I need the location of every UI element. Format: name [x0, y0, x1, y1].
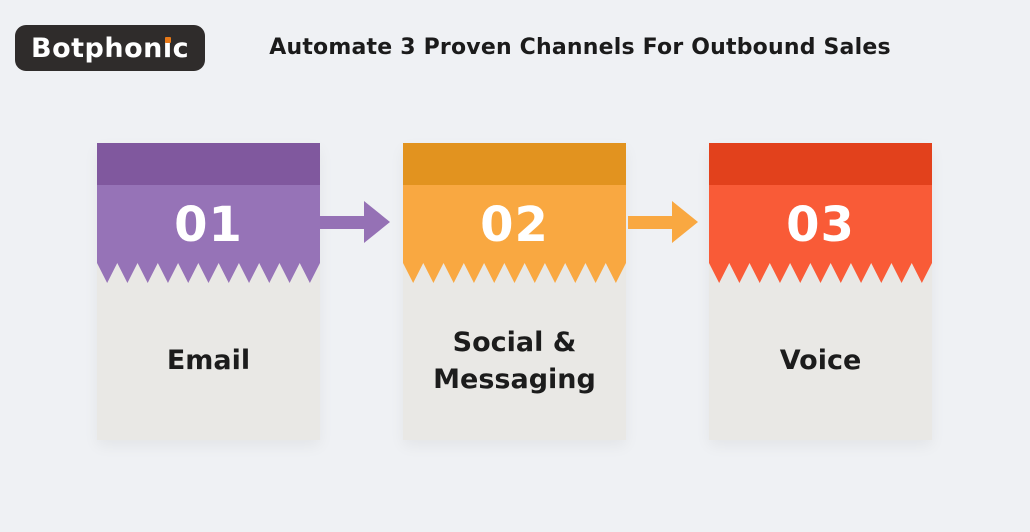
brand-text-part2: c: [172, 32, 190, 64]
card-voice-number: 03: [786, 197, 855, 253]
arrow-head: [364, 201, 390, 243]
channel-cards-row: 01 Email 02 Social & Messaging 03 Voice: [97, 143, 932, 440]
card-voice-header: 03: [709, 143, 932, 283]
brand-text-i: ı: [162, 32, 173, 64]
card-email-top-band: [97, 143, 320, 185]
card-email-header: 01: [97, 143, 320, 283]
card-social-messaging: 02 Social & Messaging: [403, 143, 626, 440]
card-social-messaging-number: 02: [480, 197, 549, 253]
card-voice: 03 Voice: [709, 143, 932, 440]
right-arrow-icon: [320, 201, 390, 243]
card-social-messaging-label: Social & Messaging: [433, 327, 596, 395]
card-social-messaging-header: 02: [403, 143, 626, 283]
arrow-head: [672, 201, 698, 243]
card-email: 01 Email: [97, 143, 320, 440]
card-email-number: 01: [174, 197, 243, 253]
brand-text-part1: Botphon: [31, 32, 163, 64]
card-voice-top-band: [709, 143, 932, 185]
card-social-messaging-top-band: [403, 143, 626, 185]
page-title: Automate 3 Proven Channels For Outbound …: [269, 35, 891, 60]
arrow-shaft: [320, 215, 366, 229]
arrow-shaft: [628, 215, 674, 229]
card-email-label: Email: [166, 345, 251, 377]
right-arrow-icon: [628, 201, 698, 243]
card-voice-label: Voice: [779, 345, 862, 377]
